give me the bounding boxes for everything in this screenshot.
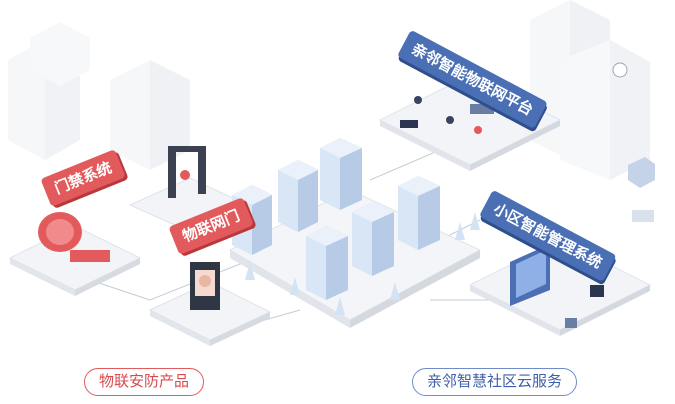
right-side-props bbox=[612, 62, 655, 222]
footer-security-products: 物联安防产品 bbox=[84, 368, 205, 396]
trees bbox=[245, 212, 480, 315]
iot-gate-platform bbox=[148, 262, 272, 346]
access-control-platform bbox=[8, 212, 142, 296]
footer-cloud-service: 亲邻智慧社区云服务 bbox=[412, 368, 578, 396]
